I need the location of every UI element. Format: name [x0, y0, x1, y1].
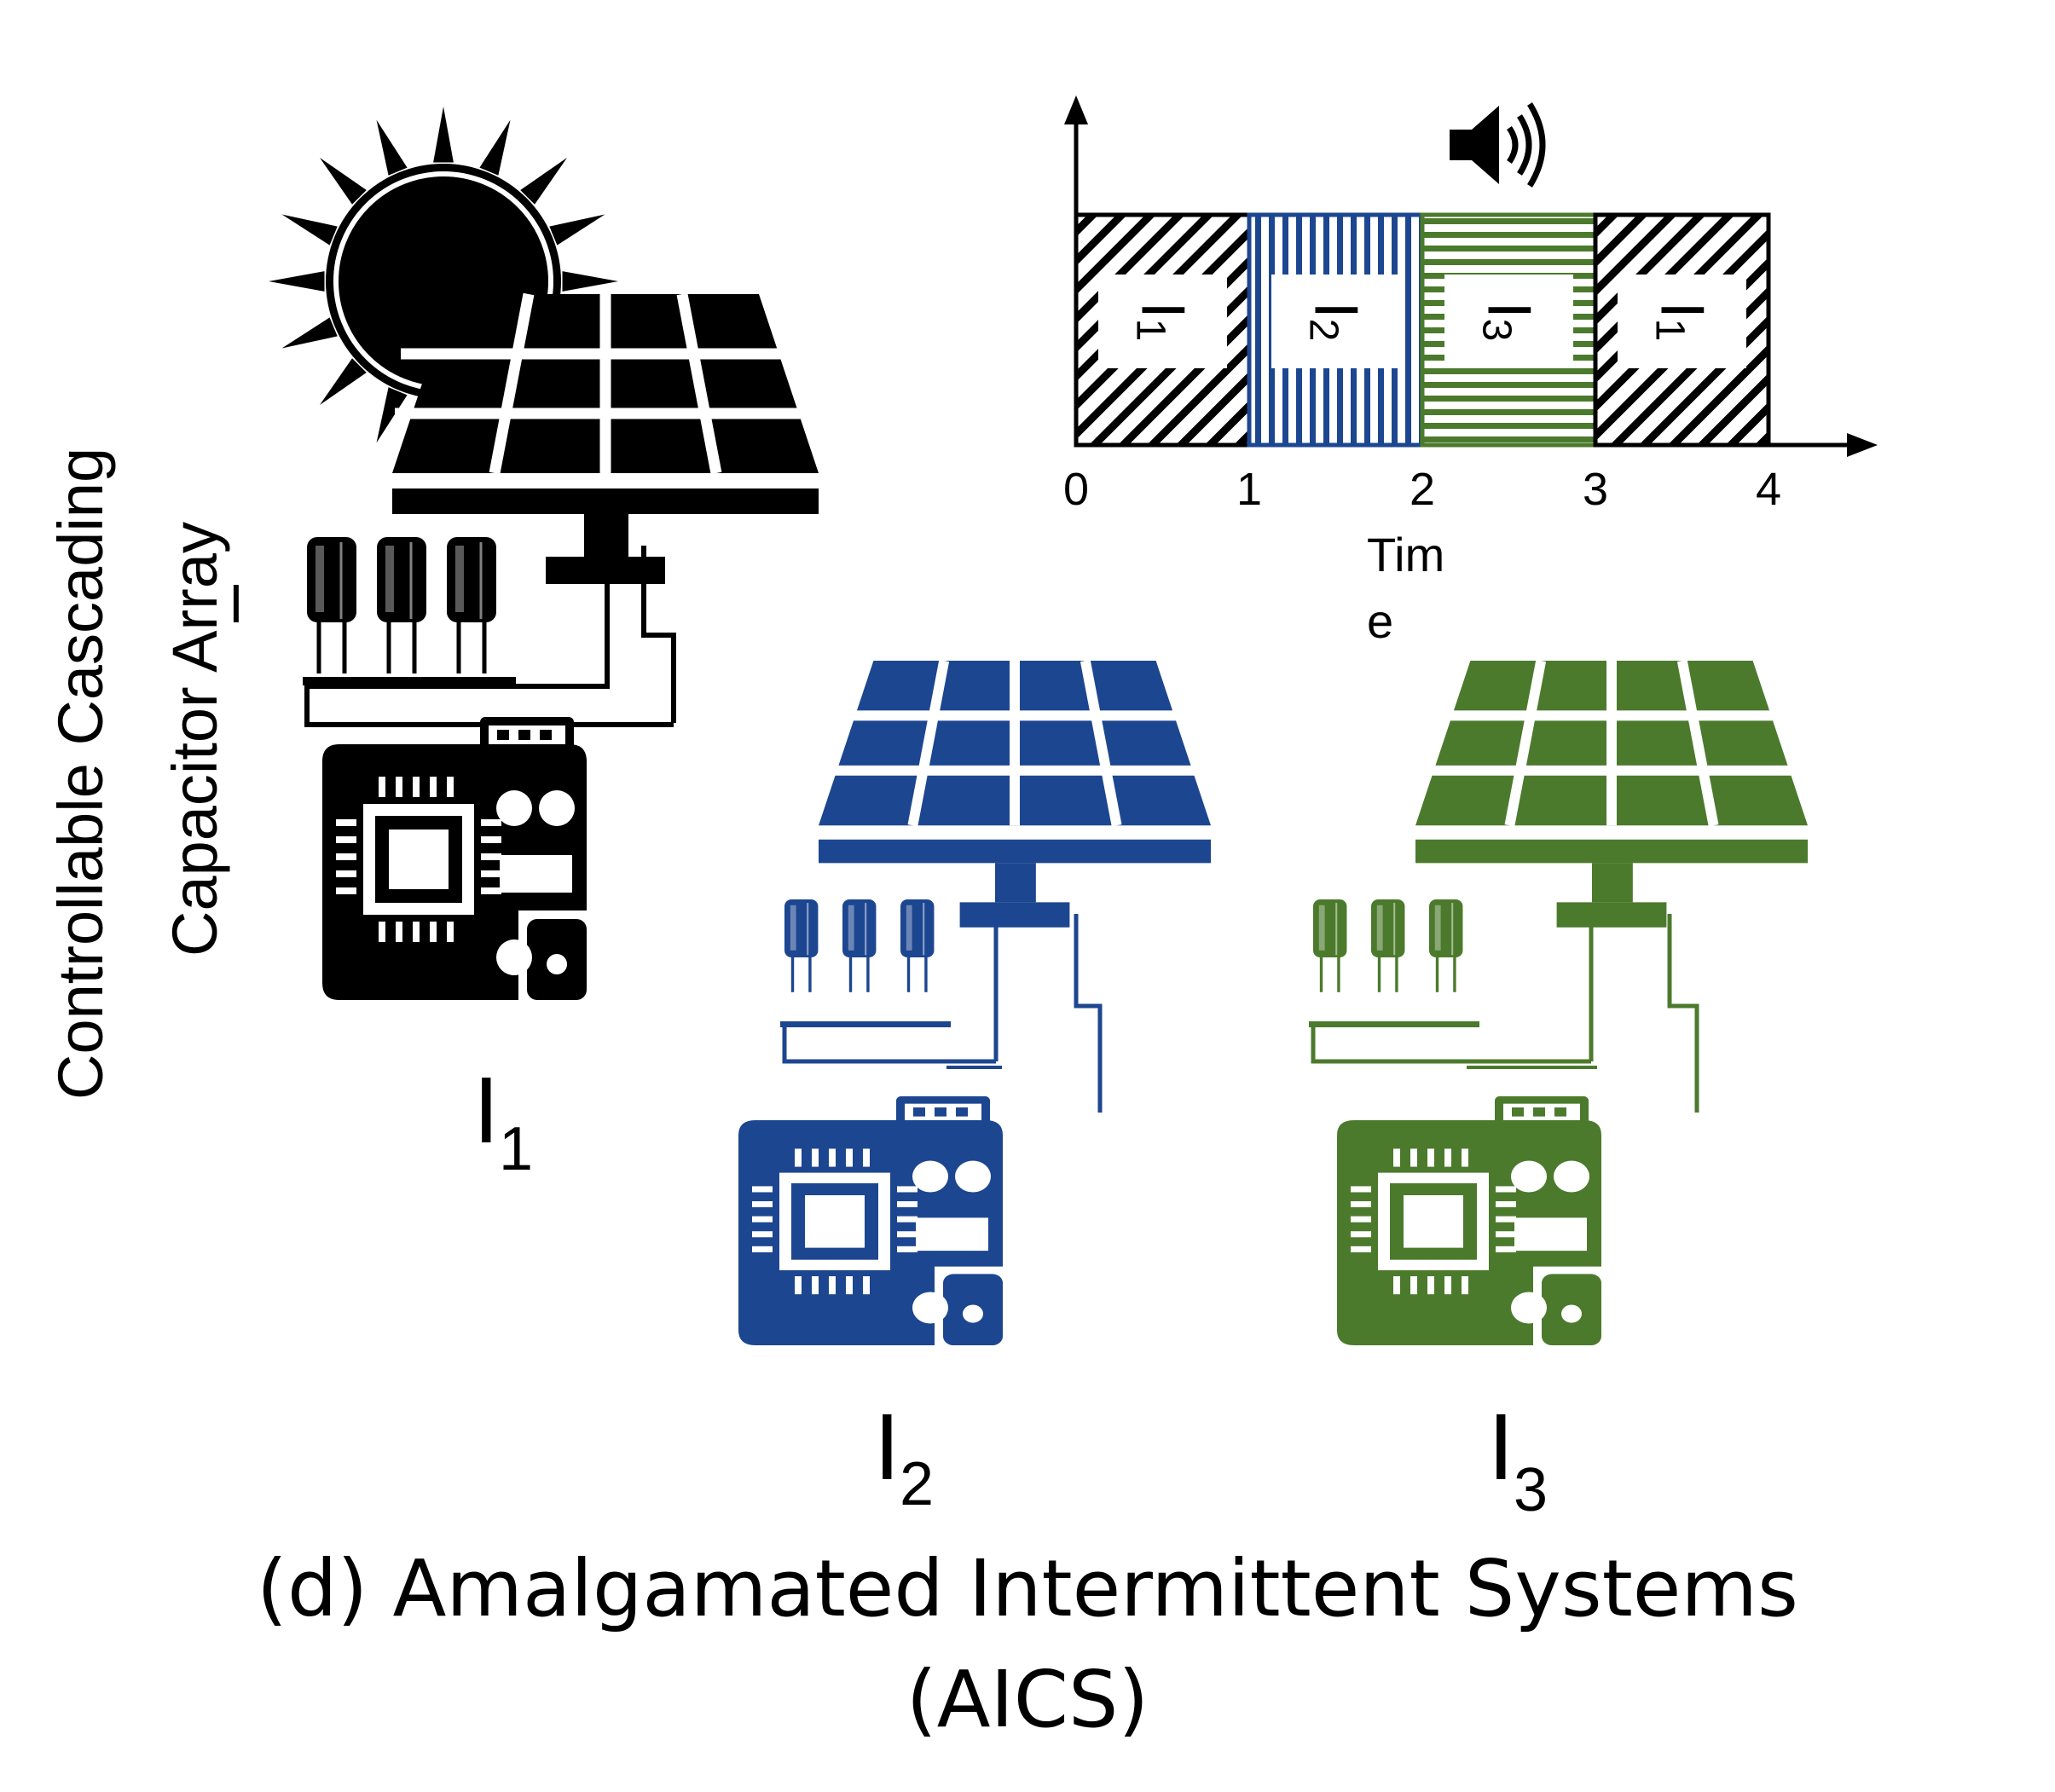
- side-label: Controllable Cascading Capacitor Array: [45, 448, 230, 1100]
- timeline-segment-letter: I: [1302, 302, 1370, 319]
- sun-ray: [376, 387, 408, 443]
- sun-ray: [281, 214, 338, 246]
- system-1: [303, 294, 819, 1000]
- circuit-board-icon: [738, 1095, 1003, 1345]
- capacitor-icon: [1309, 898, 1479, 1027]
- capacitor-icon: [780, 898, 951, 1027]
- timeline-segment-letter: I: [1475, 302, 1543, 319]
- caption-line2: (AICS): [906, 1654, 1149, 1745]
- timeline-segment: I1: [1074, 212, 1252, 448]
- sun-ray: [479, 119, 511, 176]
- x-tick-label: 1: [1236, 464, 1262, 515]
- timeline-segment: I2: [1247, 212, 1425, 448]
- timeline-segment-sub: 1: [1647, 319, 1693, 342]
- timeline-segment-sub: 3: [1474, 319, 1520, 342]
- system-2: [738, 661, 1211, 1345]
- circuit-board-icon: [1337, 1095, 1601, 1345]
- caption-line1: (d) Amalgamated Intermittent Systems: [257, 1550, 1798, 1634]
- timeline-segment-letter: I: [1648, 302, 1716, 319]
- speaker-icon: [1450, 102, 1546, 188]
- x-tick-label: 2: [1410, 464, 1435, 515]
- timeline-segment-label: I1: [1128, 302, 1197, 342]
- sun-ray: [562, 271, 618, 292]
- sun-ray: [320, 158, 367, 205]
- timeline-segment: I3: [1420, 212, 1598, 448]
- sun-ray: [433, 107, 454, 163]
- timeline-segment-sub: 1: [1128, 319, 1173, 342]
- x-axis-label-line1: Tim: [1367, 528, 1444, 581]
- system-label-letter: I: [1488, 1395, 1514, 1500]
- x-axis-label-line2: e: [1367, 594, 1393, 648]
- capacitor-icon: [303, 537, 516, 685]
- timeline-segment-letter: I: [1129, 302, 1197, 319]
- sun-ray: [376, 119, 408, 176]
- system-label-letter: I: [473, 1058, 500, 1163]
- timeline-segment-label-bg: [1098, 275, 1227, 368]
- side-label-line2: Capacitor Array: [159, 522, 230, 957]
- sun-ray: [269, 271, 325, 292]
- timeline-segment-label-bg: [1271, 275, 1400, 368]
- x-tick-label: 3: [1583, 464, 1608, 515]
- system-label-2: I 2: [874, 1395, 934, 1518]
- system-label-sub: 2: [900, 1450, 934, 1518]
- circuit-board-icon: [322, 717, 587, 1000]
- timeline-segment-sub: 2: [1301, 319, 1346, 342]
- timeline-segment-label: I3: [1474, 302, 1543, 342]
- system-label-letter: I: [874, 1395, 900, 1500]
- timeline-segment: I1: [1593, 212, 1771, 448]
- timeline-segment-label: I2: [1301, 302, 1370, 342]
- sun-ray: [320, 358, 367, 405]
- x-tick-label: 4: [1756, 464, 1781, 515]
- timeline-segment-label: I1: [1647, 302, 1716, 342]
- timeline-segment-label-bg: [1618, 275, 1746, 368]
- system-label-sub: 1: [499, 1115, 533, 1183]
- sun-ray: [281, 317, 338, 349]
- system-label-1: I 1: [473, 1058, 533, 1183]
- sun-ray: [549, 214, 605, 246]
- sun-ray: [520, 158, 567, 205]
- solar-panel-icon: [819, 661, 1211, 928]
- system-label-3: I 3: [1488, 1395, 1548, 1524]
- system-3: [1309, 661, 1808, 1345]
- system-label-sub: 3: [1514, 1456, 1548, 1524]
- timeline-segment-label-bg: [1444, 275, 1573, 368]
- side-label-line1: Controllable Cascading: [45, 448, 116, 1100]
- solar-panel-icon: [1415, 661, 1808, 928]
- side-label-marker: I: [229, 573, 244, 634]
- x-tick-label: 0: [1063, 464, 1089, 515]
